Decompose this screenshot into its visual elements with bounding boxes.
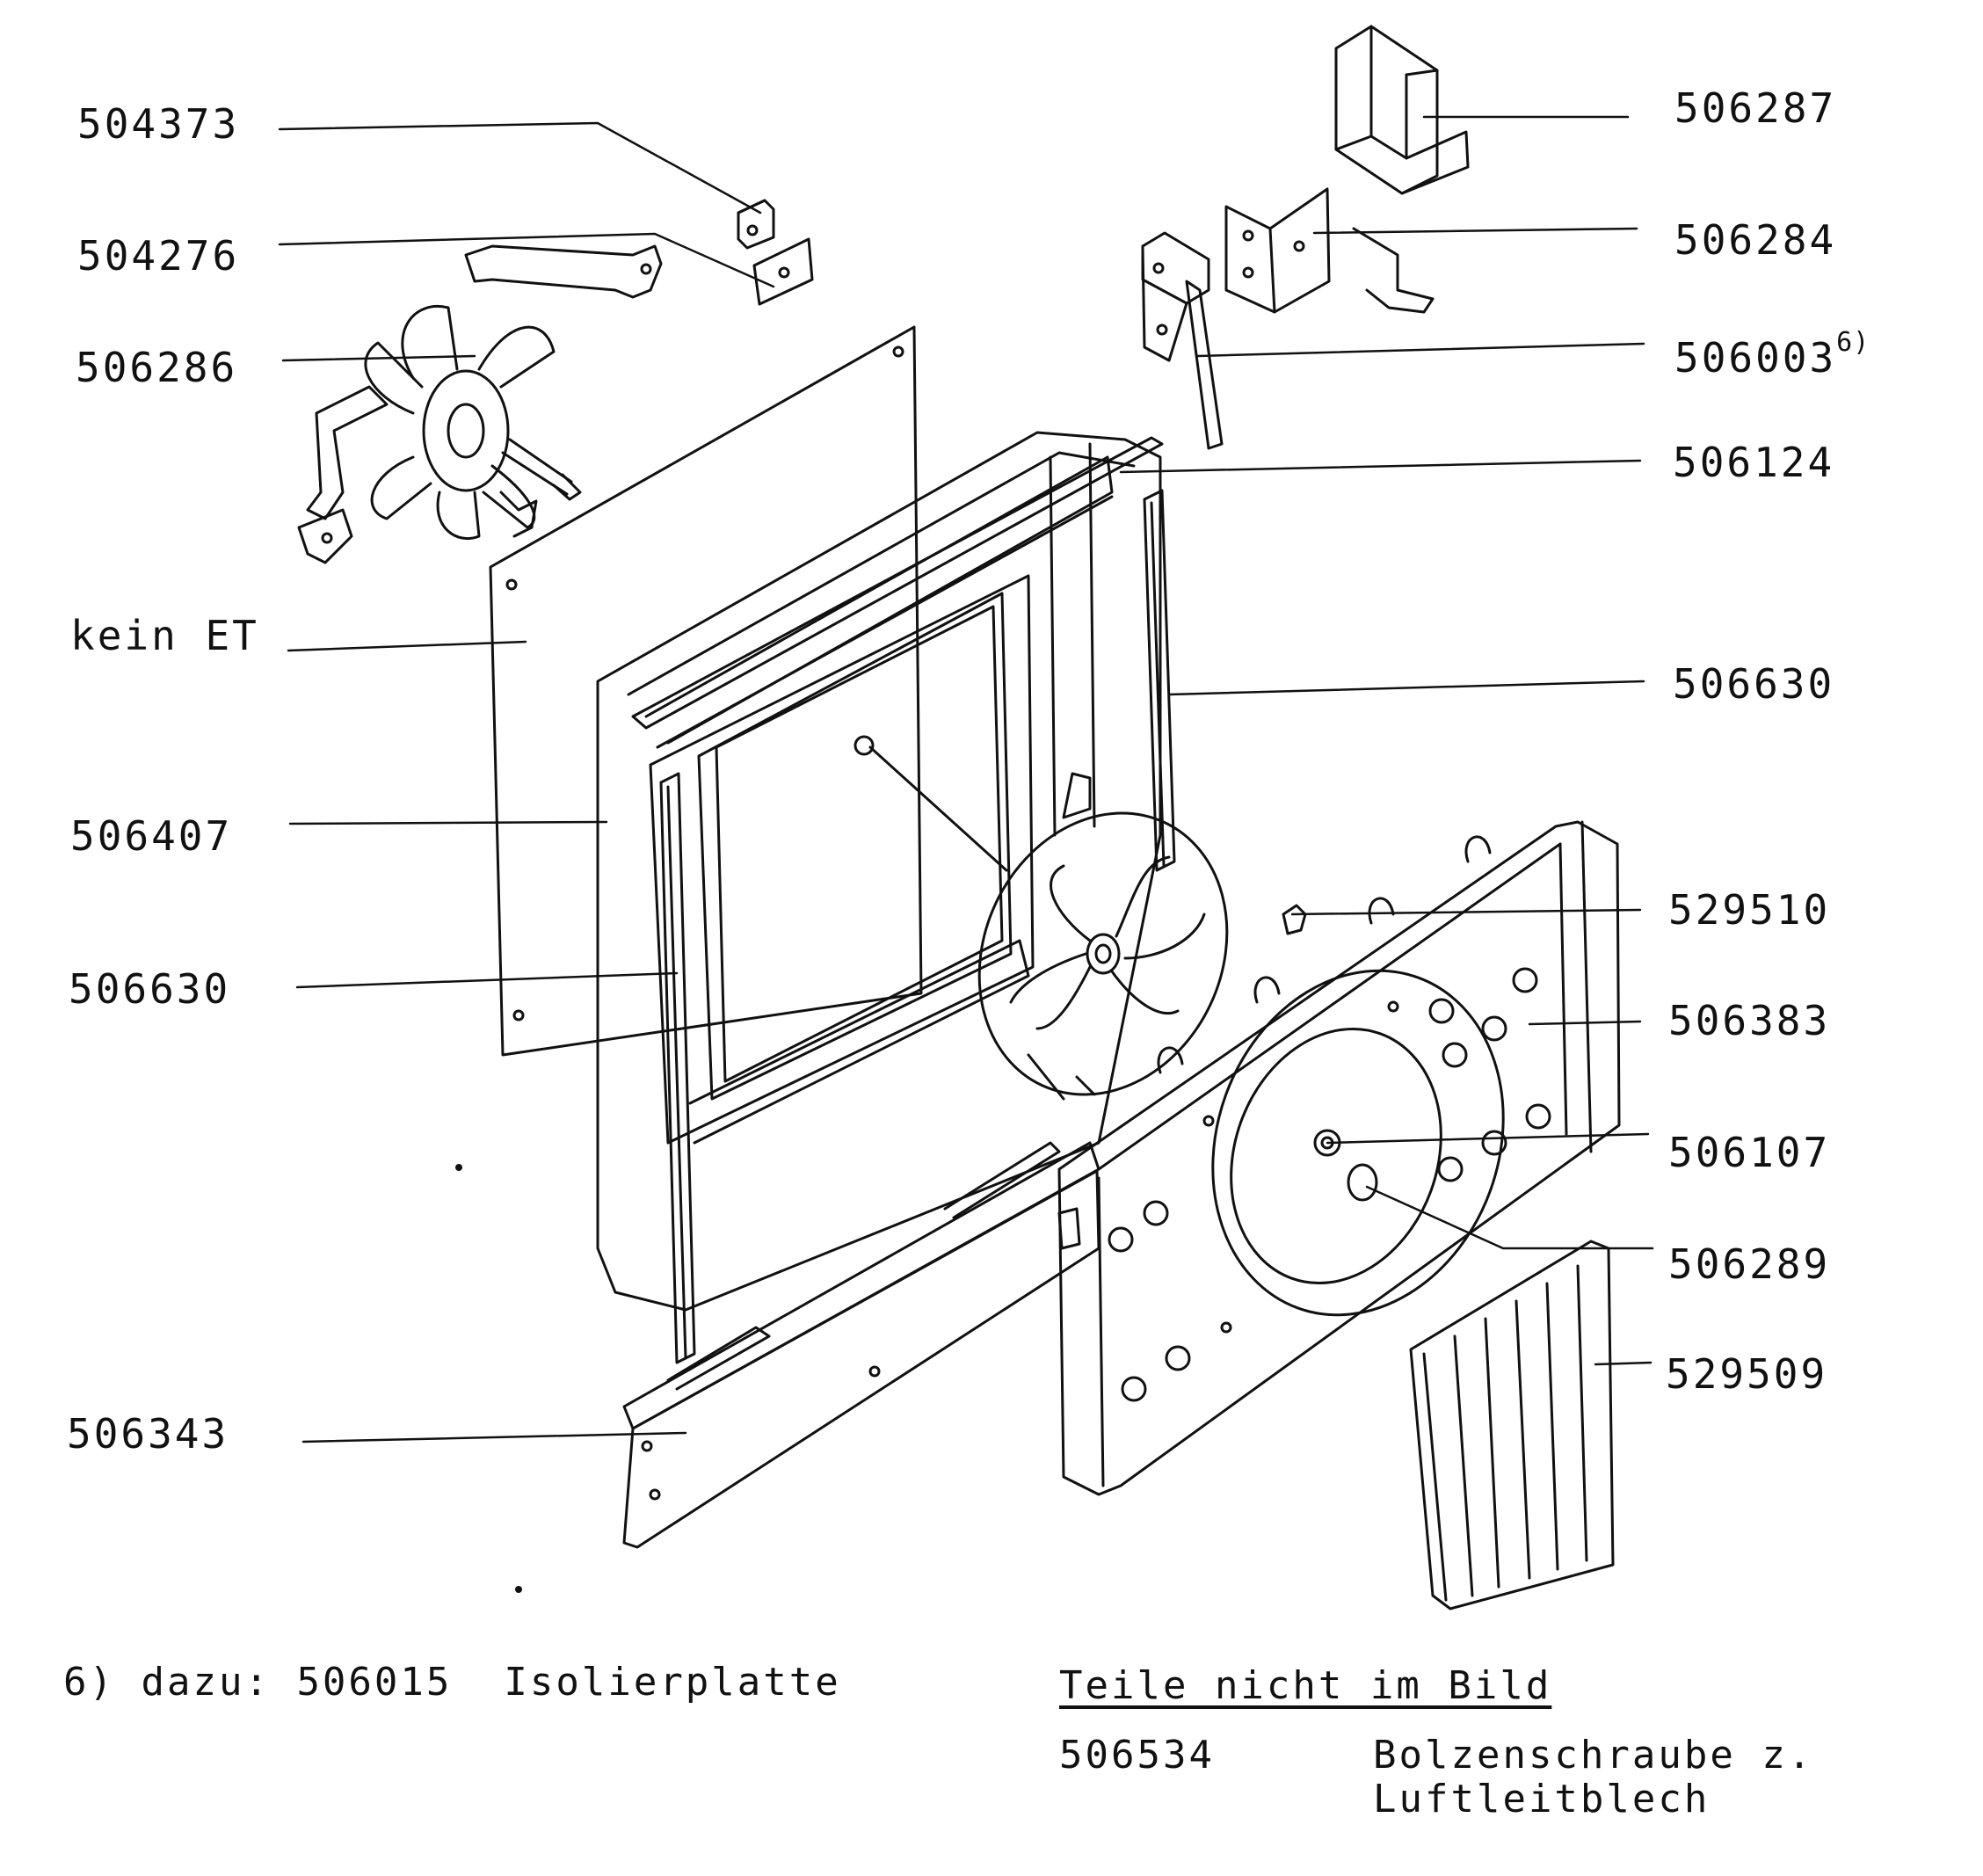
leader-504373 [278,121,762,215]
bracket-506284 [1224,187,1435,314]
footnote-mark: 6) [1836,327,1870,358]
label-506383: 506383 [1668,997,1831,1044]
footnote-desc: Isolierplatte [504,1660,841,1705]
leader-506286 [281,354,476,362]
label-506630-left: 506630 [69,965,231,1013]
part-506124 [631,436,1164,730]
not-pictured-desc-line2: Luftleitblech [1373,1777,1711,1821]
not-pictured-heading: Teile nicht im Bild [1059,1663,1552,1708]
leader-506003 [1195,342,1645,358]
panel-506343 [622,1141,1100,1549]
leader-504276 [278,232,775,288]
leader-506630-left [295,971,679,989]
footnote-6: 6) dazu: 506015 Isolierplatte [63,1663,841,1702]
fan-wheel [853,735,1229,1101]
leader-506383 [1528,1020,1642,1026]
label-506287: 506287 [1674,84,1837,132]
grille-529509 [1409,1240,1615,1611]
seal-strip-506630-left [659,772,696,1364]
leader-529510 [1290,908,1642,916]
rear-plate [489,325,923,1057]
rear-panel-506383 [1057,820,1621,1496]
label-506630-right: 506630 [1673,660,1835,708]
leader-506407 [288,820,608,825]
label-529510: 529510 [1668,886,1831,934]
label-506124: 506124 [1673,439,1835,486]
label-506284: 506284 [1674,216,1837,264]
label-506003: 5060036) [1674,327,1870,379]
leader-506284 [1312,227,1638,235]
not-pictured-desc-line1: Bolzenschraube z. [1373,1733,1814,1778]
seal-strip-506630-right [1143,489,1176,872]
label-504373: 504373 [77,100,240,148]
label-506003-number: 506003 [1674,334,1837,382]
leader-506124 [1119,459,1642,474]
leader-529509 [1594,1361,1652,1366]
footnote-part: 506015 [296,1660,453,1705]
leader-506107 [1326,1132,1650,1145]
label-506286: 506286 [76,344,238,391]
not-pictured-part: 506534 [1059,1733,1215,1778]
leader-506289 [1365,1185,1654,1250]
label-529509: 529509 [1666,1350,1828,1398]
switch-506003 [1141,231,1224,450]
label-506407: 506407 [70,812,233,860]
footnote-prefix: dazu: [141,1660,271,1705]
bracket-506287 [1334,25,1470,195]
leader-506630-right [1167,680,1645,696]
label-504276: 504276 [77,232,240,280]
oven-muffle-506407 [596,431,1162,1312]
clip-504373 [737,199,775,250]
fan-motor-506286 [297,305,582,564]
label-506107: 506107 [1668,1129,1831,1176]
label-kein-et: kein ET [70,612,259,659]
clip-529510 [1282,904,1307,935]
leader-506343 [301,1431,687,1443]
leader-kein-et [287,640,527,652]
label-506343: 506343 [67,1410,229,1458]
label-506289: 506289 [1668,1240,1831,1288]
leader-lines [278,115,1654,1443]
footnote-marker: 6) [63,1660,115,1705]
bracket-504276 [464,237,814,306]
